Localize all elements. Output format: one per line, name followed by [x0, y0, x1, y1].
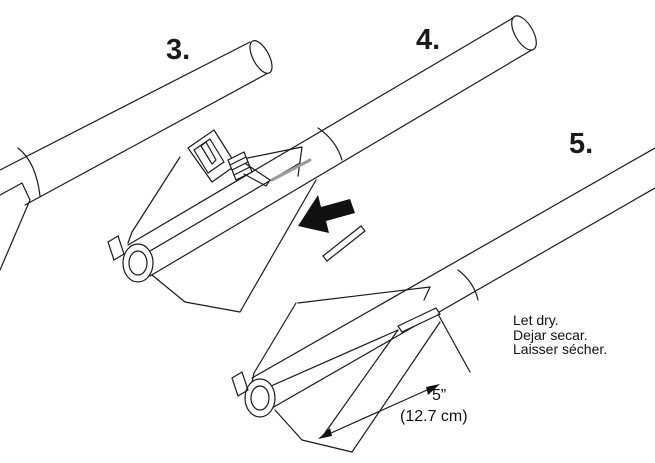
launch-lug-step5: [397, 307, 441, 333]
step-number-3: 3.: [166, 34, 191, 66]
fin-lower-step5: [274, 321, 441, 453]
step-number-4: 4.: [416, 24, 441, 56]
fin-upper-step5: [297, 286, 431, 304]
tube-joint-step5: [457, 269, 479, 301]
lug-line-step5: [261, 329, 399, 391]
body-tube-step3: [0, 41, 271, 206]
body-tube-step5: [251, 147, 655, 409]
rocket-step4: [107, 15, 537, 313]
step-number-5: 5.: [569, 128, 594, 160]
drying-note: Let dry. Dejar secar. Laisser sécher.: [513, 313, 607, 357]
tube-joint-step4: [317, 127, 343, 161]
fin-step3: [0, 182, 31, 271]
glue-bottle-icon: [187, 129, 271, 187]
note-english: Let dry.: [513, 312, 559, 328]
body-tube-step4: [127, 17, 536, 277]
dimension-line: [321, 385, 437, 438]
rocket-step3: [0, 40, 273, 271]
nozzle-inner-step4: [128, 250, 148, 276]
rocket-step5: [231, 147, 655, 453]
fin-lower-step4: [151, 179, 317, 313]
note-french: Laisser sécher.: [513, 341, 608, 357]
tube-joint-step3: [17, 147, 41, 197]
loose-lug-step4: [322, 225, 366, 262]
note-spanish: Dejar secar.: [513, 326, 588, 343]
push-arrow-icon: [298, 195, 355, 233]
tube-end-step4: [511, 15, 537, 51]
dimension-extension-a: [321, 329, 399, 438]
tube-end-step3: [249, 40, 273, 74]
nozzle-inner-step5: [250, 385, 270, 411]
dimension-label-cm: (12.7 cm): [400, 408, 468, 425]
glue-line-step4: [270, 158, 312, 182]
engine-hook-step5: [231, 371, 249, 397]
dimension-arrow-end: [426, 384, 440, 395]
engine-hook-step4: [107, 235, 125, 261]
dimension-extension-b: [437, 313, 471, 373]
dimension-label-inches: 5”: [432, 387, 447, 404]
fin-left-step4: [127, 156, 181, 244]
